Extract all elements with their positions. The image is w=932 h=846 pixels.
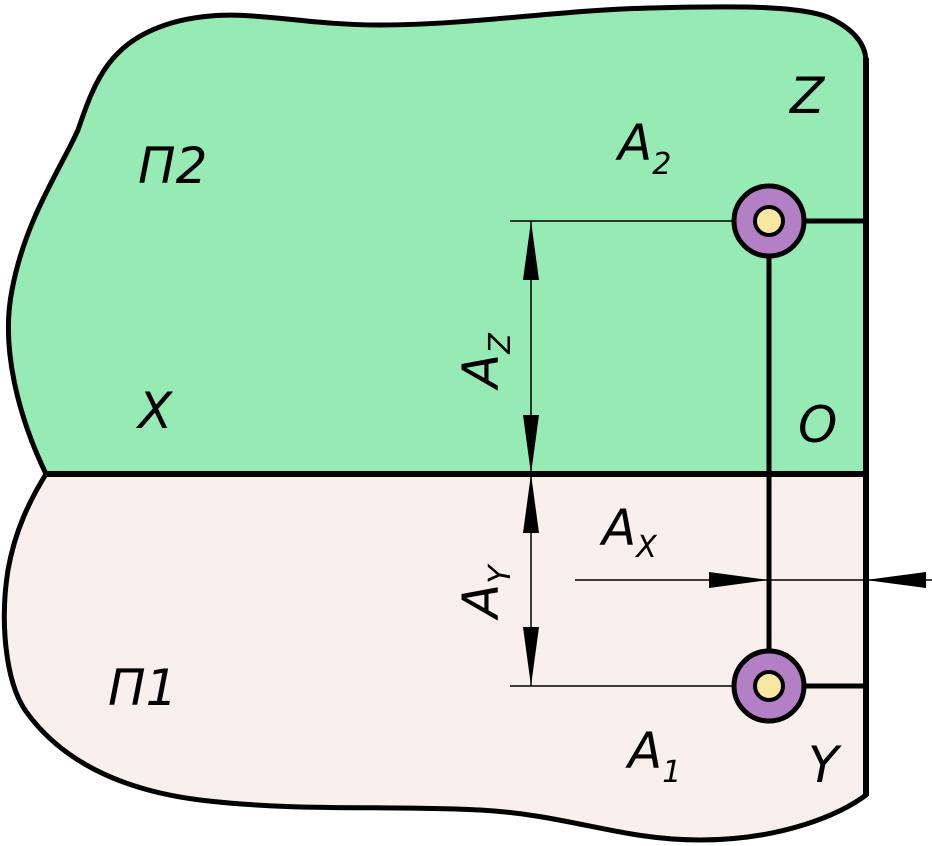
a1-sub: 1	[662, 755, 681, 790]
ay-main: A	[452, 584, 510, 621]
axis-x-label: X	[135, 382, 174, 440]
axis-z-label: Z	[788, 67, 826, 125]
az-label-group: AZ	[452, 332, 518, 391]
plane-p1-label: П1	[108, 659, 177, 717]
ax-arrow-right	[866, 572, 926, 588]
ax-main: A	[599, 499, 636, 557]
az-label: AZ	[452, 332, 518, 391]
origin-label: O	[798, 396, 837, 454]
plane-p2-label: П2	[138, 137, 207, 195]
a2-main: A	[615, 114, 652, 172]
point-a2	[731, 183, 807, 259]
ay-arrow-bottom	[523, 627, 539, 686]
az-arrow-bottom	[523, 415, 539, 474]
ay-arrow-top	[523, 474, 539, 533]
horizontal-plane-region	[1, 471, 869, 843]
ax-sub: X	[634, 530, 658, 565]
ay-label-group: AY	[452, 563, 518, 621]
a2-sub: 2	[652, 147, 671, 182]
ay-sub: Y	[483, 563, 518, 584]
ay-label: AY	[452, 563, 518, 621]
point-a2-label: A2	[615, 114, 671, 182]
point-a1	[731, 648, 807, 724]
az-main: A	[452, 354, 510, 391]
a1-main: A	[625, 722, 662, 780]
ax-arrow-left	[709, 572, 769, 588]
point-a1-label: A1	[625, 722, 681, 790]
az-arrow-top	[523, 221, 539, 280]
axis-y-label: Y	[808, 736, 842, 794]
ax-label: AX	[599, 499, 658, 565]
az-sub: Z	[483, 332, 518, 355]
frontal-plane-region	[5, 4, 869, 477]
